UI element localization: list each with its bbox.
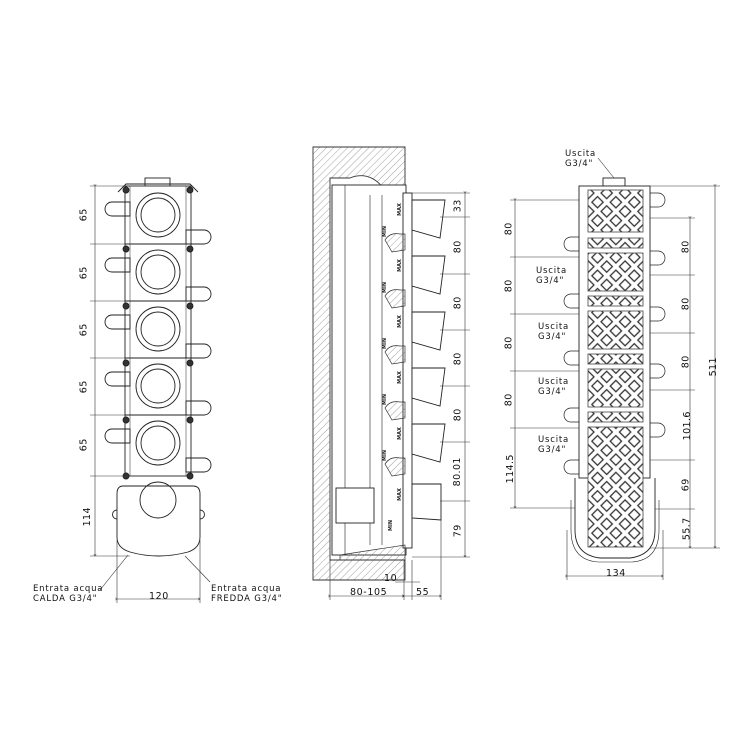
front-width: 120 <box>149 591 169 602</box>
back-left-dim-1: 80 <box>503 222 515 236</box>
front-dim-2: 65 <box>78 266 90 280</box>
valve-min-4: MIN <box>382 393 389 406</box>
top-outlet-line2: G3/4" <box>565 159 594 169</box>
valve-max-4: MAX <box>396 371 403 384</box>
side-dim-5: 80 <box>452 408 464 422</box>
valve-max-3: MAX <box>396 315 403 328</box>
valve-min-6: MIN <box>388 519 395 532</box>
valve-min-2: MIN <box>382 281 389 294</box>
valve-min-3: MIN <box>382 337 389 350</box>
back-right-dim-6: 55.7 <box>681 517 693 541</box>
back-view <box>510 157 720 580</box>
side-view <box>312 146 470 600</box>
inlet-hot-line2: CALDA G3/4" <box>33 594 98 604</box>
top-outlet-note: Uscita G3/4" <box>565 149 596 169</box>
valve-max-6: MAX <box>396 488 403 501</box>
back-left-dim-5: 114.5 <box>504 454 516 484</box>
front-dim-4: 65 <box>78 380 90 394</box>
front-view <box>90 177 212 603</box>
front-dim-1: 65 <box>78 208 90 222</box>
valve-min-5: MIN <box>382 449 389 462</box>
side-outlet-4-line2: G3/4" <box>538 445 567 455</box>
back-right-dim-1: 80 <box>680 240 692 254</box>
valve-max-1: MAX <box>396 203 403 216</box>
inlet-cold-line2: FREDDA G3/4" <box>211 594 283 604</box>
valve-min-1: MIN <box>382 225 389 238</box>
side-dim-7: 79 <box>452 524 464 538</box>
side-dim-2: 80 <box>452 240 464 254</box>
inlet-cold-note: Entrata acqua FREDDA G3/4" <box>211 584 282 604</box>
valve-max-5: MAX <box>396 427 403 440</box>
side-outlet-4-line1: Uscita <box>538 435 570 445</box>
back-right-dim-2: 80 <box>680 297 692 311</box>
side-outlet-note-3: Uscita G3/4" <box>538 377 569 397</box>
side-outlet-1-line1: Uscita <box>536 266 568 276</box>
side-dim-4: 80 <box>452 352 464 366</box>
side-outlet-3-line1: Uscita <box>538 377 570 387</box>
side-dim-6: 80.01 <box>451 457 463 487</box>
side-dim-1: 33 <box>452 199 464 213</box>
side-handles <box>411 199 446 521</box>
valve-max-2: MAX <box>396 259 403 272</box>
side-outlet-note-1: Uscita G3/4" <box>536 266 567 286</box>
back-width: 134 <box>606 568 626 579</box>
inlet-cold-line1: Entrata acqua <box>211 584 282 594</box>
back-left-dim-4: 80 <box>503 393 515 407</box>
inlet-hot-note: Entrata acqua CALDA G3/4" <box>33 584 103 604</box>
side-dim-3: 80 <box>452 296 464 310</box>
side-outlet-2-line1: Uscita <box>538 322 570 332</box>
back-right-dim-4: 101.6 <box>681 411 693 441</box>
inlet-hot-line1: Entrata acqua <box>33 584 104 594</box>
side-offset: 10 <box>384 573 398 584</box>
side-outlet-note-4: Uscita G3/4" <box>538 435 569 455</box>
side-projection: 55 <box>416 587 430 598</box>
front-body-height: 114 <box>81 507 93 527</box>
front-dim-5: 65 <box>78 438 90 452</box>
back-left-dim-3: 80 <box>503 336 515 350</box>
front-modules <box>104 186 212 480</box>
side-outlet-2-line2: G3/4" <box>538 332 567 342</box>
back-right-dim-5: 69 <box>680 478 692 492</box>
back-left-dim-2: 80 <box>503 279 515 293</box>
side-outlet-3-line2: G3/4" <box>538 387 567 397</box>
back-right-dim-3: 80 <box>680 355 692 369</box>
back-total-height: 511 <box>707 357 719 377</box>
side-outlet-1-line2: G3/4" <box>536 276 565 286</box>
side-outlet-note-2: Uscita G3/4" <box>538 322 569 342</box>
front-dim-3: 65 <box>78 323 90 337</box>
top-outlet-line1: Uscita <box>565 149 597 159</box>
side-wall-depth: 80-105 <box>350 587 388 598</box>
